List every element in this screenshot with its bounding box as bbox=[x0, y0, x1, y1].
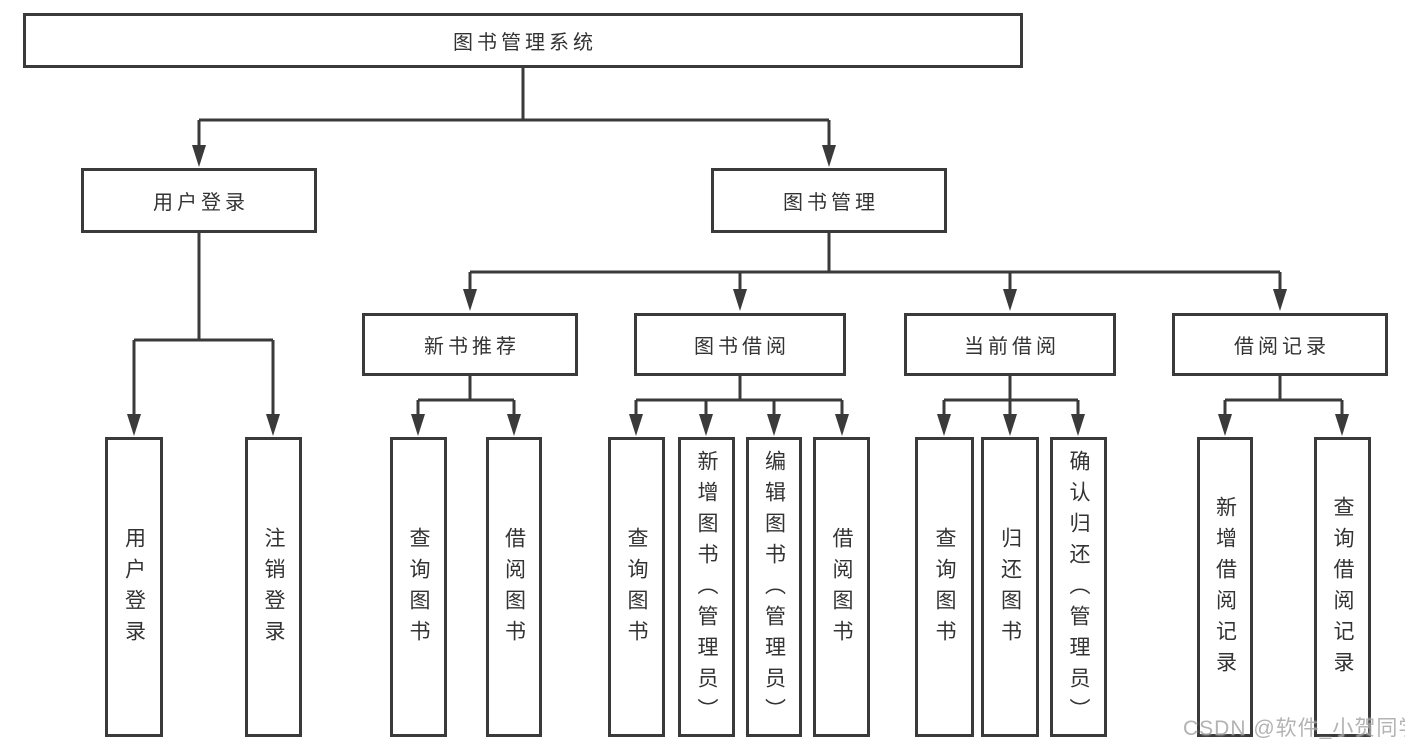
leaf-query-books-borrowing: 查询图书 bbox=[608, 437, 665, 737]
leaf-logout: 注销登录 bbox=[245, 437, 302, 737]
arrowheads bbox=[127, 145, 1349, 436]
leaf-return-book: 归还图书 bbox=[981, 437, 1039, 737]
leaf-edit-book-admin: 编辑图书（管理员） bbox=[746, 437, 802, 737]
node-book-management: 图书管理 bbox=[711, 168, 947, 233]
csdn-watermark: CSDN @软件_小贺同学 bbox=[1183, 717, 1405, 740]
node-current-borrowing: 当前借阅 bbox=[904, 313, 1116, 376]
leaf-query-borrow-record: 查询借阅记录 bbox=[1314, 437, 1371, 737]
node-root-system: 图书管理系统 bbox=[23, 13, 1023, 68]
node-borrowing-records: 借阅记录 bbox=[1172, 313, 1388, 376]
leaf-query-books-recommend: 查询图书 bbox=[390, 437, 447, 737]
leaf-query-books-current: 查询图书 bbox=[915, 437, 974, 737]
leaf-borrow-books: 借阅图书 bbox=[813, 437, 870, 737]
node-book-borrowing: 图书借阅 bbox=[634, 313, 846, 376]
leaf-add-borrow-record: 新增借阅记录 bbox=[1197, 437, 1253, 737]
leaf-borrow-books-recommend: 借阅图书 bbox=[486, 437, 542, 737]
node-user-login: 用户登录 bbox=[81, 168, 317, 233]
node-new-book-recommend: 新书推荐 bbox=[362, 313, 578, 376]
leaf-user-login: 用户登录 bbox=[105, 437, 163, 737]
leaf-add-book-admin: 新增图书（管理员） bbox=[678, 437, 735, 737]
leaf-confirm-return-admin: 确认归还（管理员） bbox=[1050, 437, 1107, 737]
